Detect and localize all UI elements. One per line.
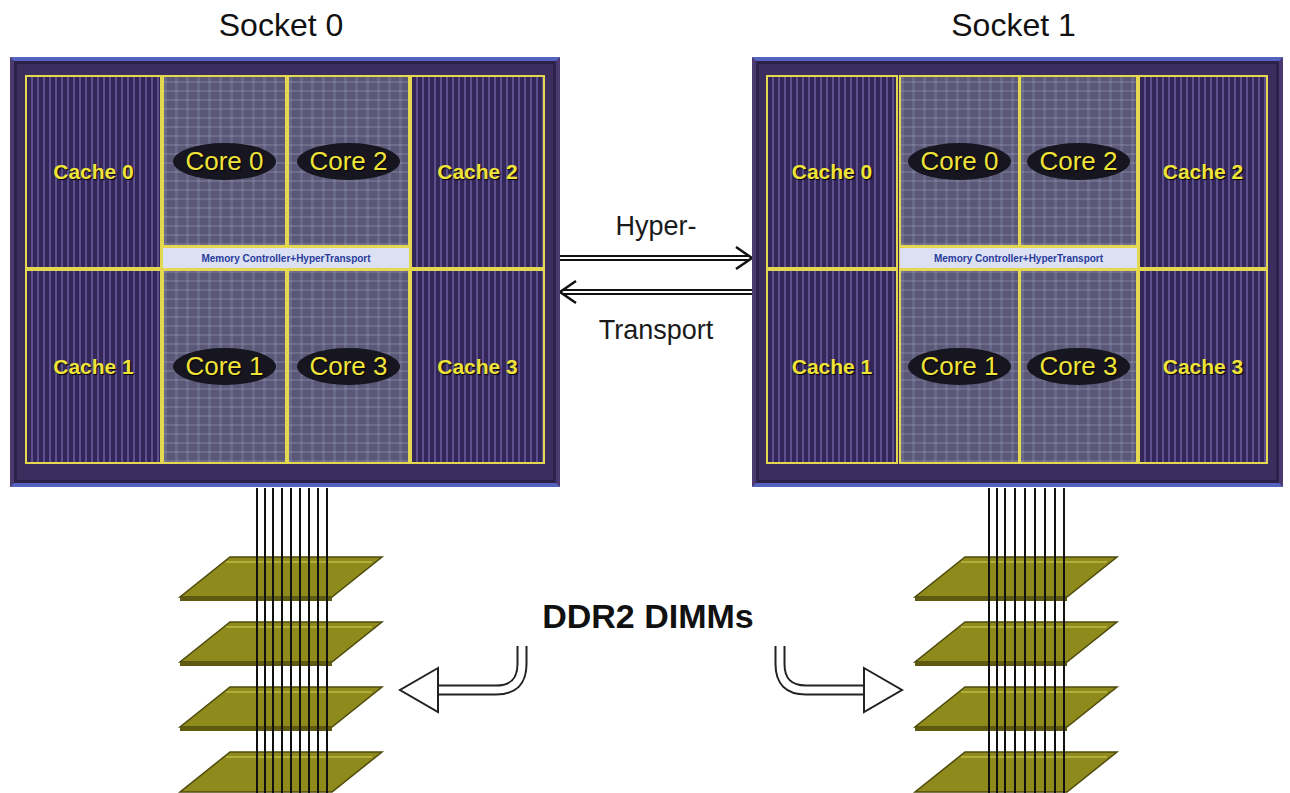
- link-gap: [560, 257, 750, 259]
- cache-label: Cache 1: [792, 355, 873, 379]
- link-label: Transport: [599, 315, 714, 346]
- cache-block: Cache 2: [410, 75, 545, 269]
- core-label: Core 2: [297, 143, 399, 180]
- cpu-core: Core 3: [287, 269, 410, 464]
- core-label: Core 3: [1027, 348, 1129, 385]
- cpu-core: Core 0: [899, 75, 1020, 247]
- cache-block: Cache 0: [766, 75, 898, 269]
- socket-label: Socket 1: [752, 7, 1275, 44]
- cache-block: Cache 1: [766, 269, 898, 464]
- link-label: Hyper-: [615, 211, 696, 242]
- cache-block: Cache 3: [410, 269, 545, 464]
- link-outline: [560, 255, 750, 261]
- memory-bus-wires: [989, 488, 1064, 793]
- hypertransport-link: [560, 281, 752, 303]
- controller-label: Memory Controller+HyperTransport: [934, 253, 1103, 264]
- memory-controller-band: Memory Controller+HyperTransport: [899, 247, 1138, 269]
- cache-label: Cache 1: [53, 355, 134, 379]
- cpu-core: Core 0: [162, 75, 287, 247]
- cache-label: Cache 0: [53, 160, 134, 184]
- core-label: Core 1: [173, 348, 275, 385]
- cache-block: Cache 1: [25, 269, 162, 464]
- pointer-arrow-outline: [780, 646, 866, 690]
- cpu-core: Core 1: [162, 269, 287, 464]
- pointer-arrow-outline: [436, 646, 522, 690]
- pointer-arrow-fill: [780, 645, 868, 690]
- cache-label: Cache 3: [437, 355, 518, 379]
- socket-label: Socket 0: [10, 7, 552, 44]
- cache-block: Cache 2: [1138, 75, 1268, 269]
- arrow-head: [560, 281, 576, 303]
- pointer-arrow-head: [400, 668, 438, 712]
- link-gap: [562, 291, 752, 293]
- cpu-core: Core 2: [1019, 75, 1138, 247]
- core-label: Core 1: [908, 348, 1010, 385]
- cpu-core: Core 1: [899, 269, 1020, 464]
- controller-label: Memory Controller+HyperTransport: [201, 253, 370, 264]
- cpu-core: Core 3: [1019, 269, 1138, 464]
- core-label: Core 0: [908, 143, 1010, 180]
- cpu-die: Cache 0 Core 0 Core 2 Cache 2 Memory Control…: [752, 57, 1283, 487]
- hypertransport-link: [560, 247, 752, 269]
- dimm-label: DDR2 DIMMs: [542, 597, 754, 636]
- core-label: Core 0: [173, 143, 275, 180]
- pointer-arrow-head: [864, 668, 902, 712]
- cpu-core: Core 2: [287, 75, 410, 247]
- cache-label: Cache 0: [792, 160, 873, 184]
- cache-block: Cache 3: [1138, 269, 1268, 464]
- core-label: Core 3: [297, 348, 399, 385]
- core-label: Core 2: [1027, 143, 1129, 180]
- link-outline: [562, 289, 752, 295]
- memory-bus-wires: [257, 488, 327, 793]
- memory-controller-band: Memory Controller+HyperTransport: [162, 247, 410, 269]
- pointer-arrow-fill: [434, 645, 522, 690]
- arrow-head: [736, 247, 752, 269]
- cache-label: Cache 3: [1163, 355, 1244, 379]
- cache-block: Cache 0: [25, 75, 162, 269]
- cache-label: Cache 2: [1163, 160, 1244, 184]
- cpu-die: Cache 0 Core 0 Core 2 Cache 2 Memory Control…: [10, 57, 560, 487]
- cache-label: Cache 2: [437, 160, 518, 184]
